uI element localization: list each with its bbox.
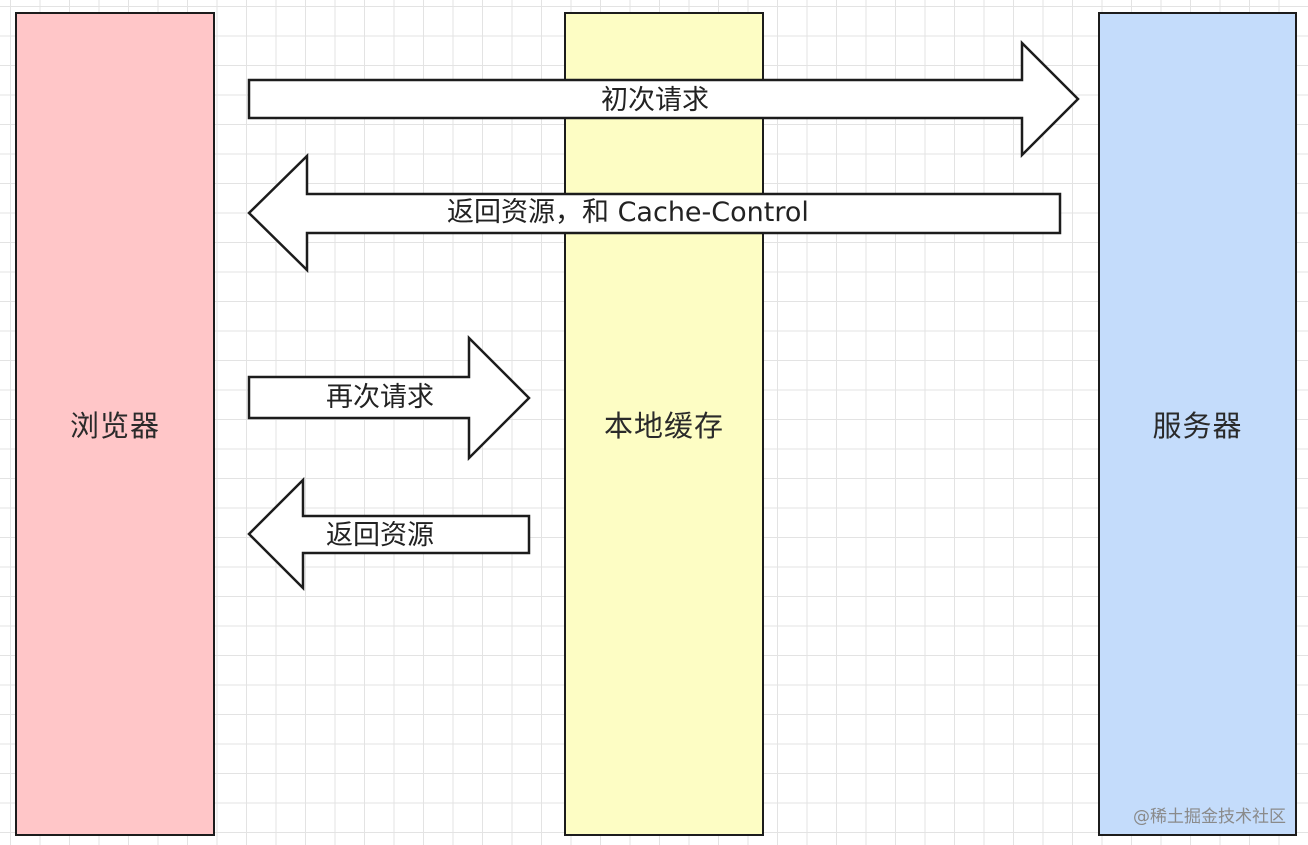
lane-local-cache: 本地缓存 [564,12,764,836]
watermark: @稀土掘金技术社区 [1133,807,1286,827]
arrow-repeat-request [247,334,531,462]
lane-label-local-cache: 本地缓存 [603,409,724,443]
arrow-return-resource [247,476,531,592]
arrow-label-initial-request: 初次请求 [601,85,709,116]
arrow-label-repeat-request: 再次请求 [326,382,434,413]
arrow-return-with-cache-control [247,153,1062,273]
lane-server: 服务器 [1098,12,1297,836]
arrow-label-return-with-cache-control: 返回资源，和 Cache-Control [447,197,809,228]
lane-label-browser: 浏览器 [69,409,160,443]
arrow-initial-request [247,39,1080,159]
arrow-label-return-resource: 返回资源 [326,520,434,551]
lane-label-server: 服务器 [1152,409,1243,443]
lane-browser: 浏览器 [15,12,215,836]
